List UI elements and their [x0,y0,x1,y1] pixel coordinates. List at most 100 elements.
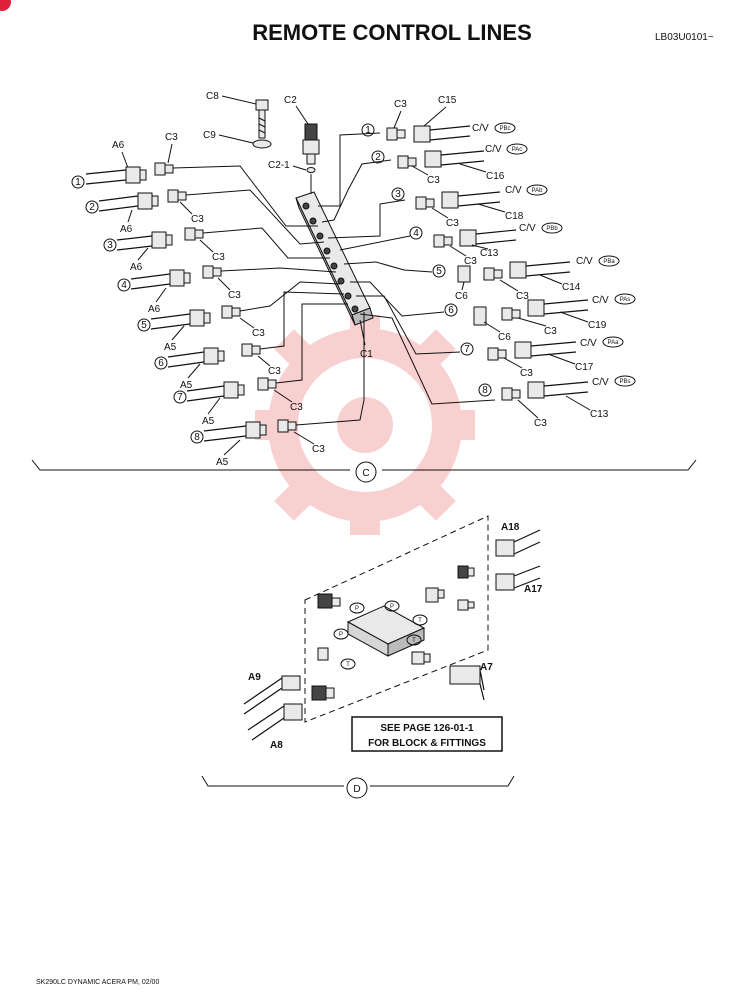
part-label-a5-7: A5 [202,416,215,427]
view-d-marker [346,777,368,799]
hose-a7 [449,665,485,701]
part-label-c3-right-2: C3 [427,175,440,186]
circled-number-6-left: 6 [158,358,164,369]
part-label-c14: C14 [562,282,581,293]
right-hose-row-8: 8 C3 C/V PBs C13 [359,313,636,429]
port-badge-p-2: P [390,604,394,610]
circled-number-5-left: 5 [141,320,147,331]
part-label-c13-4: C13 [480,248,499,259]
part-label-c3-right-5: C3 [516,291,529,302]
left-hose-row-6: 6 A5 C3 [154,291,345,391]
cv-label-3: C/V [505,185,522,196]
left-hose-row-5: 5 A5 C3 [137,281,341,353]
view-c-marker [355,461,377,483]
part-label-c3-right-8: C3 [534,418,547,429]
o-ring-c2-1 [306,167,316,173]
part-label-a6-3: A6 [130,262,143,273]
hose-a18 [495,529,541,557]
part-label-c6-5: C6 [455,291,468,302]
cv-label-5: C/V [576,256,593,267]
part-label-c3-left-5: C3 [252,328,265,339]
part-label-c3-right-4: C3 [464,256,477,267]
view-c-label: C [362,468,369,479]
port-badge-p-3: P [339,632,343,638]
right-hose-row-3: 3 C3 C/V PAb C18 [327,184,548,239]
circled-number-4-left: 4 [121,280,127,291]
circled-number-3-right: 3 [395,189,401,200]
cv-label-2: C/V [485,144,502,155]
part-label-c1: C1 [360,349,373,360]
view-d-dashed-frame [304,515,489,723]
part-label-c3-right-6: C3 [544,326,557,337]
circled-number-5-right: 5 [436,266,442,277]
circled-number-7-right: 7 [464,344,470,355]
view-c-bracket [31,459,697,471]
part-label-c15: C15 [438,95,457,106]
circled-number-7-left: 7 [177,392,183,403]
bolt-c8 [255,99,269,139]
left-hose-row-8: 8 A5 C3 [190,312,365,468]
circled-number-2-left: 2 [89,202,95,213]
part-label-c2: C2 [284,95,297,106]
port-badge-t-2: T [412,638,416,644]
hose-a17 [495,565,541,591]
part-label-c16: C16 [486,171,505,182]
port-label-pac: PAc [512,147,523,153]
port-label-pbb: PBb [546,226,558,232]
right-hose-row-6: 6 C6 C3 C/V PAs C19 [350,281,636,343]
part-label-a18: A18 [501,522,520,533]
part-label-a5-6: A5 [180,380,193,391]
port-label-pbc: PBc [499,126,510,132]
circled-number-3-left: 3 [107,240,113,251]
left-hose-row-3: 3 A6 C3 [103,227,330,273]
part-label-c2-1: C2-1 [268,160,290,171]
part-label-c3-left-1: C3 [165,132,178,143]
left-hose-row-7: 7 A5 C3 [173,303,348,427]
part-label-a6-4: A6 [148,304,161,315]
see-page-note-line2: FOR BLOCK & FITTINGS [368,738,486,749]
part-label-c3-left-8: C3 [312,444,325,455]
part-label-a8: A8 [270,740,283,751]
port-label-pbs: PBs [619,379,630,385]
manifold-block-c1 [295,191,374,326]
part-label-c3-right-1: C3 [394,99,407,110]
port-label-pba: PBa [603,259,615,265]
part-label-a6-2: A6 [120,224,133,235]
left-hose-row-2: 2 A6 C3 [85,189,325,245]
page-title: REMOTE CONTROL LINES [252,20,532,45]
circled-number-1-left: 1 [75,177,81,188]
part-label-a9: A9 [248,672,261,683]
left-hose-row-4: 4 A6 C3 [117,265,337,315]
hose-a8 [247,703,303,741]
part-label-c17: C17 [575,362,594,373]
part-label-c13-8: C13 [590,409,609,420]
circled-number-4-right: 4 [413,228,419,239]
cv-label-1: C/V [472,123,489,134]
port-badge-t-3: T [346,662,350,668]
right-hose-row-7: 7 C3 C/V PAa C17 [356,295,624,379]
page-footer: SK290LC DYNAMIC ACERA PM, 02/00 [36,979,159,986]
part-label-a5-8: A5 [216,457,229,468]
circled-number-6-right: 6 [448,305,454,316]
part-label-c3-left-6: C3 [268,366,281,377]
part-label-c18: C18 [505,211,524,222]
part-label-c6-6: C6 [498,332,511,343]
page-code: LB03U0101~ [655,32,714,43]
port-badge-t-1: T [418,618,422,624]
cv-label-7: C/V [580,338,597,349]
part-label-a5-5: A5 [164,342,177,353]
part-label-c3-left-3: C3 [212,252,225,263]
part-label-a17: A17 [524,584,543,595]
washer-c9 [252,139,272,149]
part-label-a6-1: A6 [112,140,125,151]
see-page-note-box [351,716,503,752]
pressure-switch-c2 [302,123,320,165]
part-label-c3-left-4: C3 [228,290,241,301]
view-d-bracket [201,775,515,787]
part-label-c3-left-2: C3 [191,214,204,225]
hose-a9 [243,675,301,715]
part-label-c3-right-7: C3 [520,368,533,379]
cv-label-4: C/V [519,223,536,234]
part-label-c8: C8 [206,91,219,102]
part-label-c3-left-7: C3 [290,402,303,413]
